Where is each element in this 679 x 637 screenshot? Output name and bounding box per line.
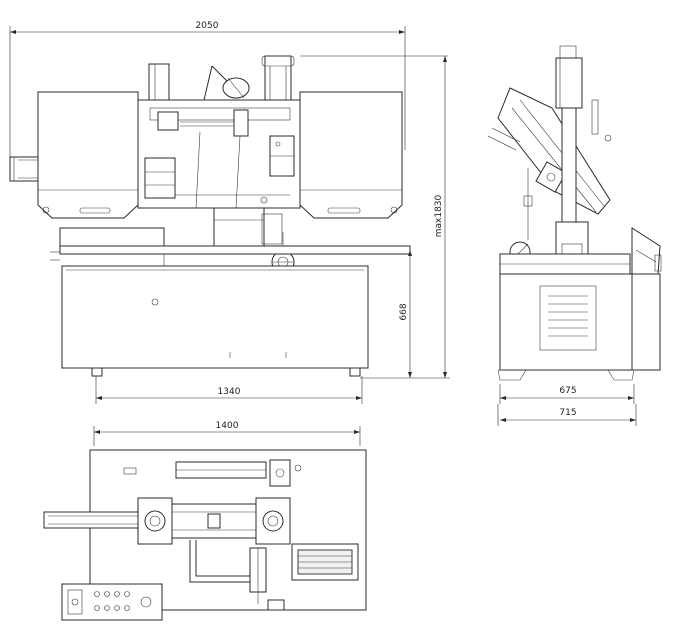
- side-chip-tray: [631, 227, 662, 275]
- plan-feed-bar: [43, 511, 141, 529]
- vise: [213, 207, 283, 249]
- control-panel: [61, 583, 163, 621]
- dim-1400-label: 1400: [216, 421, 239, 431]
- left-wheel-cover: [37, 91, 139, 219]
- machine-base: [61, 254, 369, 377]
- left-hydraulic-rod: [9, 156, 39, 182]
- dim-2050-label: 2050: [196, 21, 219, 31]
- plan-upper-rail: [175, 459, 302, 487]
- dimension-front-width: 2050: [9, 21, 406, 160]
- dim-668-label: 668: [399, 303, 409, 320]
- plan-vise-right: [255, 497, 291, 545]
- plan-view: 1400: [43, 421, 367, 621]
- dim-675-label: 675: [559, 386, 576, 396]
- side-base-cabinet: [497, 273, 661, 381]
- dimension-plan-width: 1400: [93, 421, 361, 446]
- column-top: [148, 55, 295, 101]
- dimension-side-inner: 675: [499, 384, 635, 404]
- side-vise: [499, 221, 631, 275]
- work-lamp: [203, 65, 250, 101]
- dim-715-label: 715: [559, 408, 576, 418]
- plan-vise-left: [137, 497, 263, 545]
- dim-max1830-label: max1830: [434, 194, 444, 237]
- work-table: [50, 227, 411, 261]
- dimension-max-height: max1830: [300, 55, 450, 379]
- dimension-base-width: 1340: [95, 376, 363, 404]
- dim-1340-label: 1340: [218, 387, 241, 397]
- dimension-side-outer: 715: [497, 404, 637, 426]
- side-view: 675 715: [487, 45, 662, 426]
- plan-coolant-line: [189, 540, 290, 611]
- front-view: 2050: [9, 21, 450, 404]
- plan-chip-conveyor: [291, 543, 359, 581]
- blade-guide-arms: [144, 109, 295, 209]
- side-saw-bow: [487, 87, 611, 215]
- side-cylinder: [523, 45, 612, 245]
- right-wheel-cover: [299, 91, 403, 219]
- dimension-table-height: 668: [399, 250, 412, 378]
